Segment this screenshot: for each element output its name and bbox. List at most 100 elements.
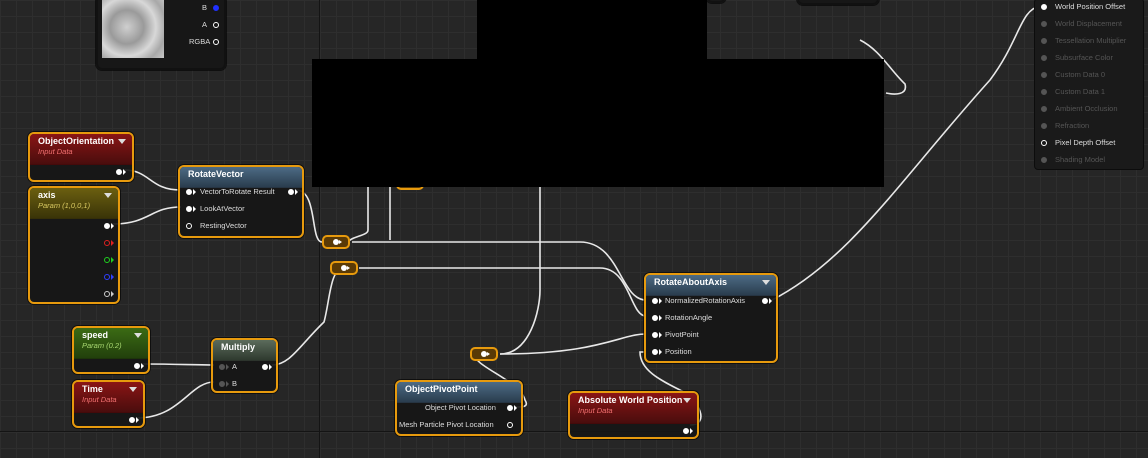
pin-a[interactable]	[213, 22, 219, 28]
absolute-world-position-node[interactable]: Absolute World Position Input Data	[568, 391, 699, 439]
cropped-node[interactable]	[797, 0, 879, 5]
material-input-label: Custom Data 1	[1055, 87, 1106, 96]
object-pivot-point-node[interactable]: ObjectPivotPoint Object Pivot Location M…	[395, 380, 523, 436]
pin-label: PivotPoint	[665, 330, 699, 339]
output-pin-object-pivot-location[interactable]	[507, 405, 513, 411]
wire	[271, 267, 345, 366]
node-title: RotateAboutAxis	[654, 277, 728, 287]
node-subtitle: Param (0.2)	[82, 341, 122, 350]
redacted-region	[477, 0, 707, 60]
input-pin[interactable]	[1041, 106, 1047, 112]
output-pin[interactable]	[762, 298, 768, 304]
output-arrow-icon	[769, 298, 772, 304]
node-title: speed	[82, 330, 109, 340]
wire	[639, 351, 702, 426]
node-header: Absolute World Position Input Data	[570, 393, 697, 424]
input-arrow-icon	[193, 189, 196, 195]
chevron-down-icon[interactable]	[134, 333, 142, 338]
pin-label: NormalizedRotationAxis	[665, 296, 746, 305]
pin-a-label: A	[202, 20, 208, 29]
output-arrow-icon	[295, 189, 298, 195]
pin-b[interactable]	[213, 5, 219, 11]
output-pin-r[interactable]	[104, 240, 110, 246]
node-header: ObjectPivotPoint	[397, 382, 521, 403]
output-pin[interactable]	[116, 169, 122, 175]
texture-sample-node[interactable]: B A RGBA	[96, 0, 226, 70]
pin-label: VectorToRotate Result	[200, 187, 275, 196]
input-pin-vector-to-rotate[interactable]	[186, 189, 192, 195]
input-pin[interactable]	[1041, 140, 1047, 146]
material-input-label: Custom Data 0	[1055, 70, 1106, 79]
chevron-down-icon[interactable]	[129, 387, 137, 392]
input-pin[interactable]	[1041, 157, 1047, 163]
object-orientation-node[interactable]: ObjectOrientation Input Data	[28, 132, 134, 182]
input-pin-a[interactable]	[219, 364, 225, 370]
input-pin-look-at-vector[interactable]	[186, 206, 192, 212]
node-title: axis	[38, 190, 56, 200]
pin-rgba[interactable]	[213, 39, 219, 45]
output-pin-g[interactable]	[104, 257, 110, 263]
input-pin[interactable]	[1041, 21, 1047, 27]
rotate-about-axis-node[interactable]: RotateAboutAxis NormalizedRotationAxis R…	[644, 273, 778, 363]
speed-param-node[interactable]: speed Param (0.2)	[72, 326, 150, 374]
node-header: RotateVector	[180, 167, 302, 188]
input-pin[interactable]	[1041, 4, 1047, 10]
pin-label-a: A	[232, 362, 238, 371]
wire	[136, 381, 215, 419]
output-arrow-icon	[690, 428, 693, 434]
output-pin[interactable]	[129, 417, 135, 423]
input-pin-normalized-rotation-axis[interactable]	[652, 298, 658, 304]
output-pin[interactable]	[683, 428, 689, 434]
input-pin[interactable]	[1041, 38, 1047, 44]
node-header: axis Param (1,0,0,1)	[30, 188, 118, 219]
time-node[interactable]: Time Input Data	[72, 380, 145, 428]
pin-rgba-label: RGBA	[189, 37, 211, 46]
chevron-down-icon[interactable]	[118, 139, 126, 144]
output-pin-a[interactable]	[104, 291, 110, 297]
pin-label: Object Pivot Location	[425, 403, 496, 412]
input-pin-b[interactable]	[219, 381, 225, 387]
reroute-node[interactable]	[330, 261, 358, 275]
pin-label: LookAtVector	[200, 204, 245, 213]
input-pin[interactable]	[1041, 89, 1047, 95]
redacted-region	[312, 59, 884, 187]
input-arrow-icon	[193, 206, 196, 212]
node-header: Multiply	[213, 340, 276, 361]
input-pin-resting-vector[interactable]	[186, 223, 192, 229]
input-pin-position[interactable]	[652, 349, 658, 355]
chevron-down-icon[interactable]	[104, 193, 112, 198]
chevron-down-icon[interactable]	[683, 398, 691, 403]
node-header: ObjectOrientation Input Data	[30, 134, 132, 165]
input-pin[interactable]	[1041, 55, 1047, 61]
input-pin-pivot-point[interactable]	[652, 332, 658, 338]
output-arrow-icon	[111, 240, 114, 246]
chevron-down-icon[interactable]	[762, 280, 770, 285]
node-title: Absolute World Position	[578, 395, 683, 405]
material-input-label: Tessellation Multiplier	[1055, 36, 1127, 45]
rotate-vector-node[interactable]: RotateVector VectorToRotate Result LookA…	[178, 165, 304, 238]
wire	[499, 333, 647, 355]
multiply-node[interactable]: Multiply A B	[211, 338, 278, 393]
material-input-label: Ambient Occlusion	[1055, 104, 1118, 113]
output-pin-result[interactable]	[288, 189, 294, 195]
output-pin-mesh-particle-pivot-location[interactable]	[507, 422, 513, 428]
grid-major-line	[319, 0, 320, 458]
output-pin[interactable]	[134, 363, 140, 369]
reroute-node[interactable]	[470, 347, 498, 361]
input-pin[interactable]	[1041, 123, 1047, 129]
output-arrow-icon	[111, 291, 114, 297]
output-arrow-icon	[111, 257, 114, 263]
axis-param-node[interactable]: axis Param (1,0,0,1)	[28, 186, 120, 304]
node-title: Time	[82, 384, 103, 394]
reroute-node[interactable]	[322, 235, 350, 249]
material-output-node[interactable]: World Position Offset World Displacement…	[1034, 0, 1144, 170]
node-title: RotateVector	[188, 169, 244, 179]
wire	[499, 170, 541, 355]
input-pin[interactable]	[1041, 72, 1047, 78]
material-input-label: Pixel Depth Offset	[1055, 138, 1116, 147]
output-pin[interactable]	[262, 364, 268, 370]
input-pin-rotation-angle[interactable]	[652, 315, 658, 321]
output-pin-rgb[interactable]	[104, 223, 110, 229]
output-pin-b[interactable]	[104, 274, 110, 280]
